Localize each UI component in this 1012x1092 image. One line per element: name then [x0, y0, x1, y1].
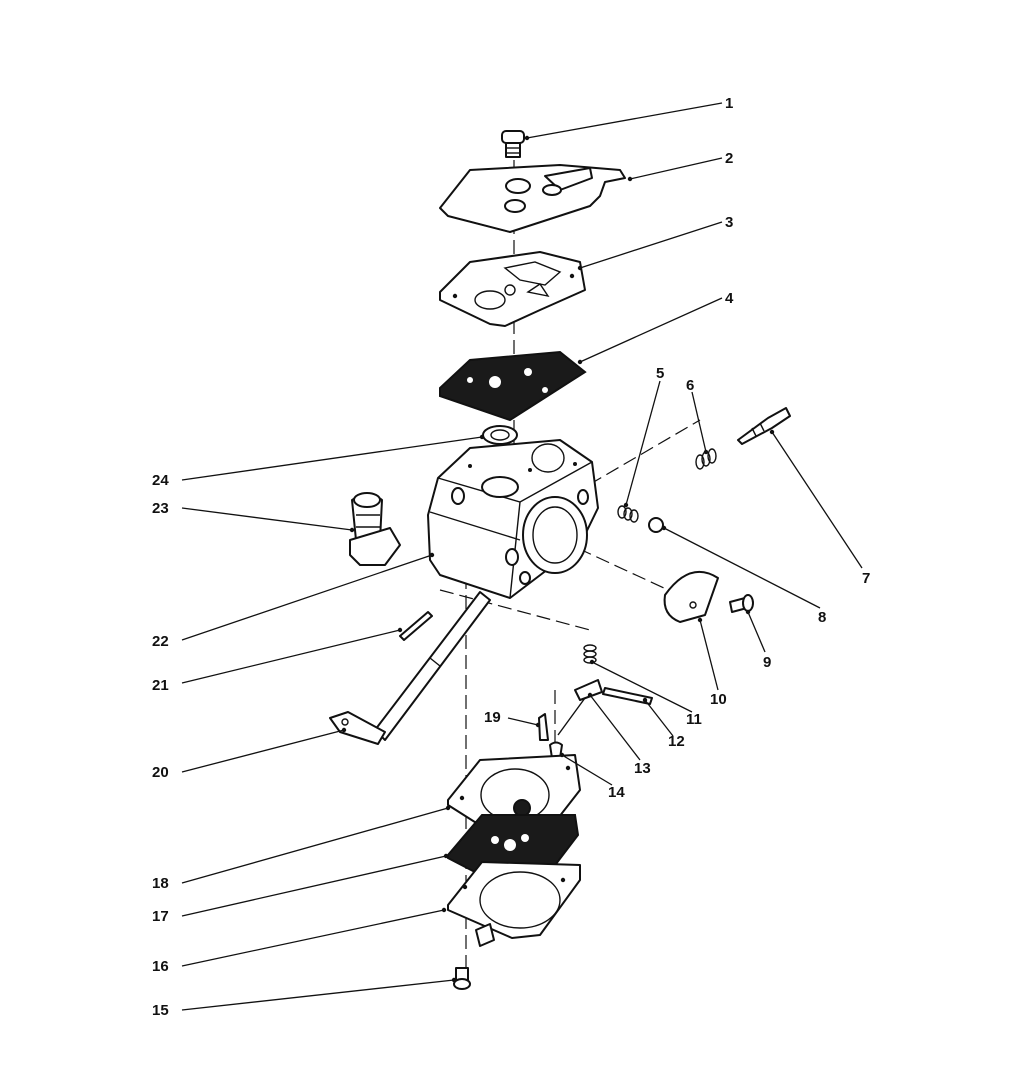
callout-21: 21 — [152, 677, 169, 694]
part-throttle-plate — [663, 570, 719, 623]
part-gasket — [439, 251, 586, 327]
part-throttle-shaft — [329, 591, 491, 745]
callout-12: 12 — [668, 733, 685, 750]
part-pump-cover — [439, 164, 626, 233]
callout-15: 15 — [152, 1002, 169, 1019]
callout-17: 17 — [152, 908, 169, 925]
part-adjusting-needle — [737, 407, 791, 445]
part-check-ball — [648, 517, 664, 533]
callout-4: 4 — [725, 290, 734, 307]
callout-5: 5 — [656, 365, 664, 382]
callout-labels: 1 2 3 4 5 6 7 8 9 10 11 12 13 14 15 16 1… — [152, 95, 870, 1019]
callout-2: 2 — [725, 150, 733, 167]
callout-14: 14 — [608, 784, 625, 801]
callout-24: 24 — [152, 472, 169, 489]
part-diaphragm-cover — [447, 861, 581, 947]
callout-16: 16 — [152, 958, 169, 975]
part-cover-screw — [453, 967, 471, 990]
callout-13: 13 — [634, 760, 651, 777]
part-inlet-screen — [482, 425, 518, 445]
part-plate-screw — [729, 594, 754, 613]
callout-23: 23 — [152, 500, 169, 517]
callout-leaders — [181, 102, 863, 1011]
part-pin — [399, 611, 433, 641]
callout-10: 10 — [710, 691, 727, 708]
callout-7: 7 — [862, 570, 870, 587]
callout-8: 8 — [818, 609, 826, 626]
part-lever-pin — [602, 687, 653, 705]
callout-6: 6 — [686, 377, 694, 394]
callout-11: 11 — [686, 711, 702, 728]
part-small-spring — [617, 505, 639, 523]
callout-18: 18 — [152, 875, 169, 892]
callout-20: 20 — [152, 764, 169, 781]
callout-3: 3 — [725, 214, 733, 231]
part-diaphragm — [439, 350, 587, 422]
part-lever-spring — [583, 644, 597, 664]
part-carburetor-body — [427, 439, 599, 599]
callout-22: 22 — [152, 633, 169, 650]
callout-dots — [341, 135, 775, 983]
callout-1: 1 — [725, 95, 733, 112]
part-inlet-fitting — [349, 492, 401, 566]
part-screw — [501, 130, 525, 158]
part-inlet-needle — [538, 713, 549, 741]
part-metering-lever — [557, 679, 603, 736]
callout-9: 9 — [763, 654, 771, 671]
callout-19: 19 — [484, 709, 501, 726]
